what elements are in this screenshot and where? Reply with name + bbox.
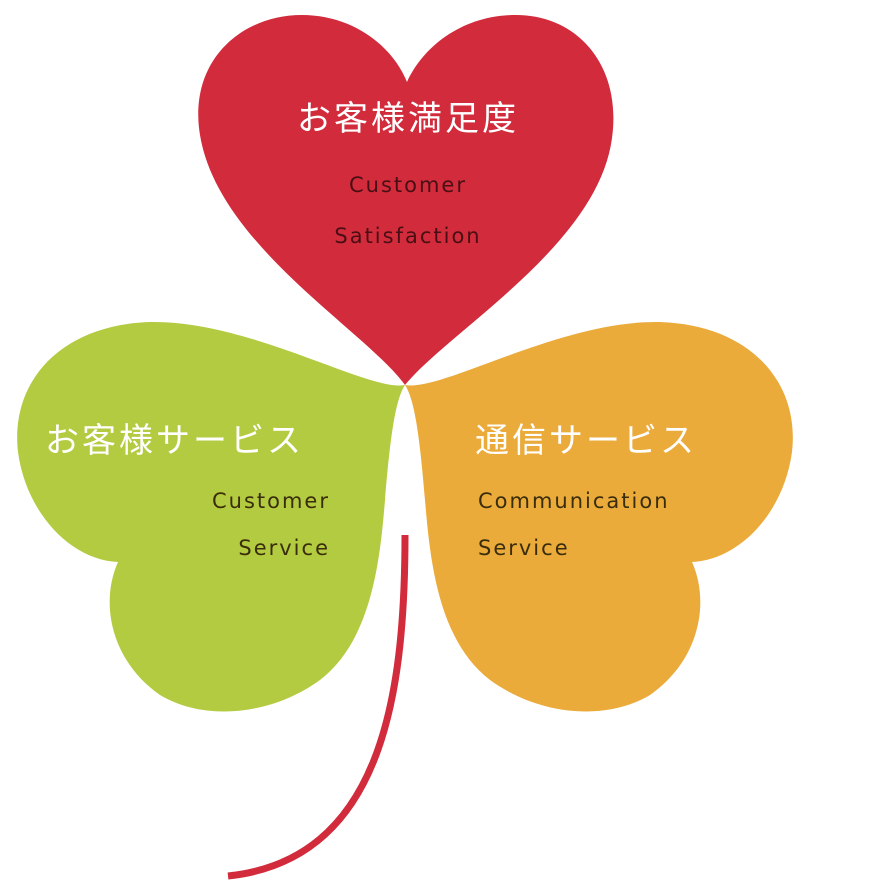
heart-leaf-customer-satisfaction xyxy=(198,15,614,385)
right-leaf-title-jp: 通信サービス xyxy=(475,421,697,461)
heart-label-line1: Customer xyxy=(349,173,467,197)
leaf-communication-service xyxy=(405,321,793,712)
heart-label-line2: Satisfaction xyxy=(334,224,481,248)
right-leaf-label-line2: Service xyxy=(478,536,570,560)
right-leaf-label-line1: Communication xyxy=(478,489,670,513)
left-leaf-title-jp: お客様サービス xyxy=(45,421,304,461)
leaf-customer-service xyxy=(17,321,405,712)
left-leaf-label-line1: Customer xyxy=(212,489,330,513)
heart-title-jp: お客様満足度 xyxy=(297,99,519,139)
left-leaf-label-line2: Service xyxy=(238,536,330,560)
clover-stem xyxy=(227,534,409,880)
